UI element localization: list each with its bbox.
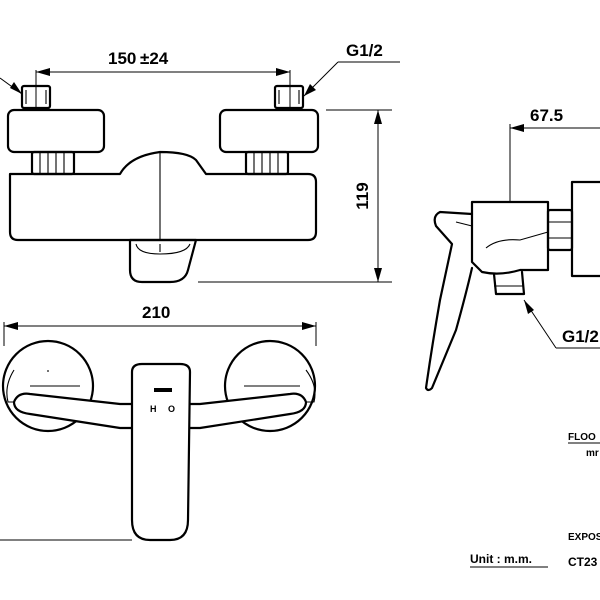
right-inlet-nut xyxy=(273,84,305,110)
right-escutcheon xyxy=(218,108,320,154)
spout-outlet xyxy=(128,238,198,284)
center-distance-dimension: 150 ±24 xyxy=(35,49,291,110)
right-union-nut xyxy=(244,150,290,176)
side-union-nut xyxy=(546,208,574,252)
side-handle-lever xyxy=(424,210,474,392)
width-value: 210 xyxy=(142,303,170,322)
center-distance-value: 150 xyxy=(108,49,136,68)
inlet-thread-callout: G1/2 xyxy=(303,41,400,97)
mixer-body xyxy=(8,150,318,242)
exposed-label: EXPOS xyxy=(568,532,600,543)
floor-unit: mr xyxy=(586,448,599,459)
side-wall-plate xyxy=(570,180,600,278)
unit-label: Unit : m.m. xyxy=(470,552,532,566)
left-escutcheon xyxy=(6,108,106,154)
model-code: CT23 xyxy=(568,555,598,569)
floor-label: FLOO xyxy=(568,432,596,443)
depth-dimension: 67.5 xyxy=(509,106,600,202)
top-right-escutcheon xyxy=(223,339,317,433)
center-distance-tolerance: ±24 xyxy=(140,49,169,68)
cold-mark: O xyxy=(168,404,175,414)
side-view: 67.5 G1/2 xyxy=(424,106,600,392)
top-view: H O 210 xyxy=(0,303,317,542)
depth-value: 67.5 xyxy=(530,106,563,125)
side-body xyxy=(470,200,550,275)
side-outlet-stub xyxy=(492,270,526,296)
notes: FLOO mr EXPOS CT23 Unit : m.m. xyxy=(470,432,600,569)
height-value: 119 xyxy=(353,182,372,209)
hot-mark: H xyxy=(150,404,157,414)
width-dimension: 210 xyxy=(3,303,317,346)
top-handle xyxy=(130,362,192,542)
top-left-escutcheon xyxy=(1,339,95,433)
outlet-thread-callout: G1/2 xyxy=(523,299,600,349)
height-dimension: 119 xyxy=(198,109,392,283)
left-union-nut xyxy=(30,150,76,176)
outlet-thread-label: G1/2 xyxy=(562,327,599,346)
inlet-thread-label: G1/2 xyxy=(346,41,383,60)
front-view: 150 ±24 G1/2 119 xyxy=(0,41,400,284)
